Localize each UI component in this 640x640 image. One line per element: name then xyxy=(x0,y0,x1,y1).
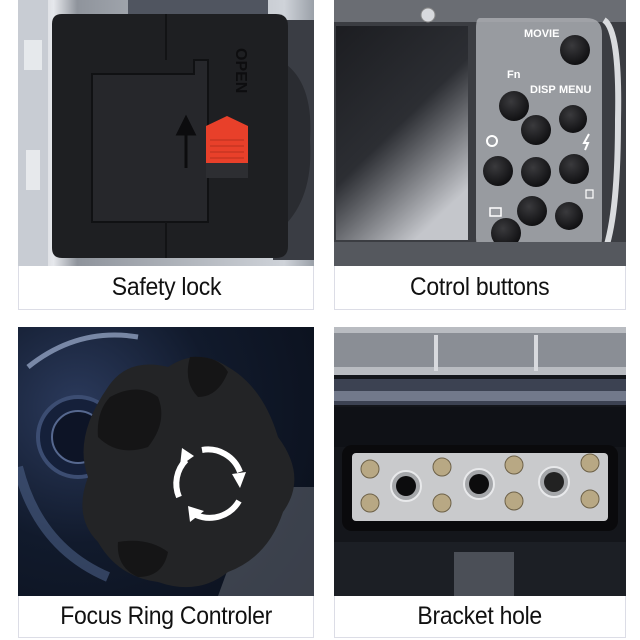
movie-button xyxy=(560,35,590,65)
disp-button xyxy=(521,115,551,145)
caption-text: Safety lock xyxy=(111,273,221,301)
self-timer-button xyxy=(483,156,513,186)
mounting-hole xyxy=(538,466,570,498)
mounting-hole xyxy=(463,468,495,500)
control-buttons-photo: MOVIE Fn DISP MENU xyxy=(334,0,626,266)
playback-button xyxy=(491,218,521,248)
screws xyxy=(360,453,600,513)
trash-icon xyxy=(585,189,594,199)
rotate-arrows-icon xyxy=(173,446,246,522)
fn-label: Fn xyxy=(507,69,521,81)
mounting-hole xyxy=(390,470,422,502)
playback-icon xyxy=(489,207,502,217)
caption-safety-lock: Safety lock xyxy=(18,266,314,310)
caption-bracket-hole: Bracket hole xyxy=(334,596,626,638)
caption-focus-ring-controller: Focus Ring Controler xyxy=(18,596,314,638)
menu-button xyxy=(559,105,587,133)
camera-lcd-screen xyxy=(336,26,468,240)
down-button xyxy=(517,196,547,226)
menu-label: MENU xyxy=(559,84,591,96)
self-timer-icon xyxy=(486,135,498,147)
caption-text: Bracket hole xyxy=(417,602,543,630)
movie-label: MOVIE xyxy=(524,28,559,40)
delete-button xyxy=(555,202,583,230)
focus-ring-photo xyxy=(18,327,314,596)
panel-bracket-hole: Bracket hole xyxy=(334,327,626,638)
safety-lock-photo: OPEN xyxy=(18,0,314,266)
open-engraving: OPEN xyxy=(232,48,249,93)
panel-control-buttons: MOVIE Fn DISP MENU Cotrol buttons xyxy=(334,0,626,310)
ok-button xyxy=(521,157,551,187)
caption-text: Cotrol buttons xyxy=(410,273,550,301)
flash-icon xyxy=(582,133,590,151)
panel-safety-lock: OPEN Safety lock xyxy=(18,0,314,310)
disp-label: DISP xyxy=(530,84,556,96)
fn-button xyxy=(499,91,529,121)
bracket-hole-photo xyxy=(334,327,626,596)
flash-button xyxy=(559,154,589,184)
up-arrow-icon xyxy=(175,114,197,168)
caption-control-buttons: Cotrol buttons xyxy=(334,266,626,310)
caption-text: Focus Ring Controler xyxy=(60,602,272,630)
panel-focus-ring-controller: Focus Ring Controler xyxy=(18,327,314,638)
